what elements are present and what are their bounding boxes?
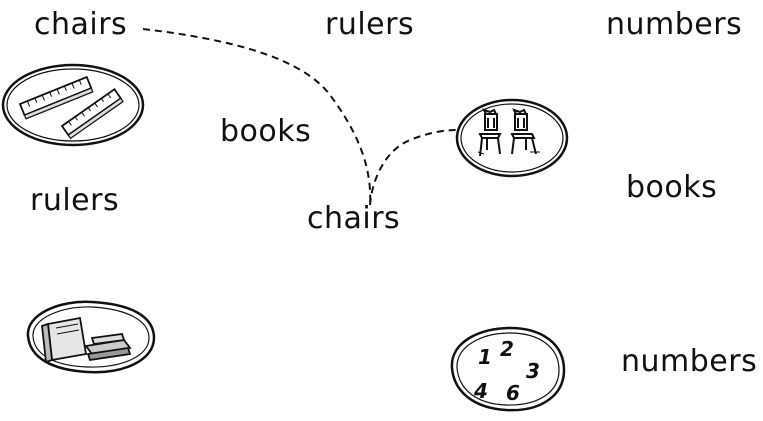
books-picture-icon[interactable] <box>20 296 158 378</box>
rulers-picture-icon[interactable] <box>0 62 148 148</box>
word-numbers-bottom-right[interactable]: numbers <box>621 344 758 379</box>
word-chairs-center[interactable]: chairs <box>307 201 401 236</box>
word-rulers-left[interactable]: rulers <box>30 183 120 218</box>
digit-2: 2 <box>500 337 514 361</box>
digit-1: 1 <box>478 345 492 369</box>
chairs-picture-icon[interactable] <box>454 96 570 180</box>
word-numbers-top-right[interactable]: numbers <box>606 7 743 42</box>
digit-6: 6 <box>506 381 520 405</box>
word-rulers-top-center[interactable]: rulers <box>325 7 415 42</box>
word-chairs-top-left[interactable]: chairs <box>34 7 128 42</box>
word-books-middle-left[interactable]: books <box>220 114 312 149</box>
digit-3: 3 <box>526 359 540 383</box>
numbers-picture-icon[interactable]: 1 2 3 4 6 <box>444 320 570 418</box>
word-books-right[interactable]: books <box>626 170 718 205</box>
digit-4: 4 <box>473 379 488 403</box>
